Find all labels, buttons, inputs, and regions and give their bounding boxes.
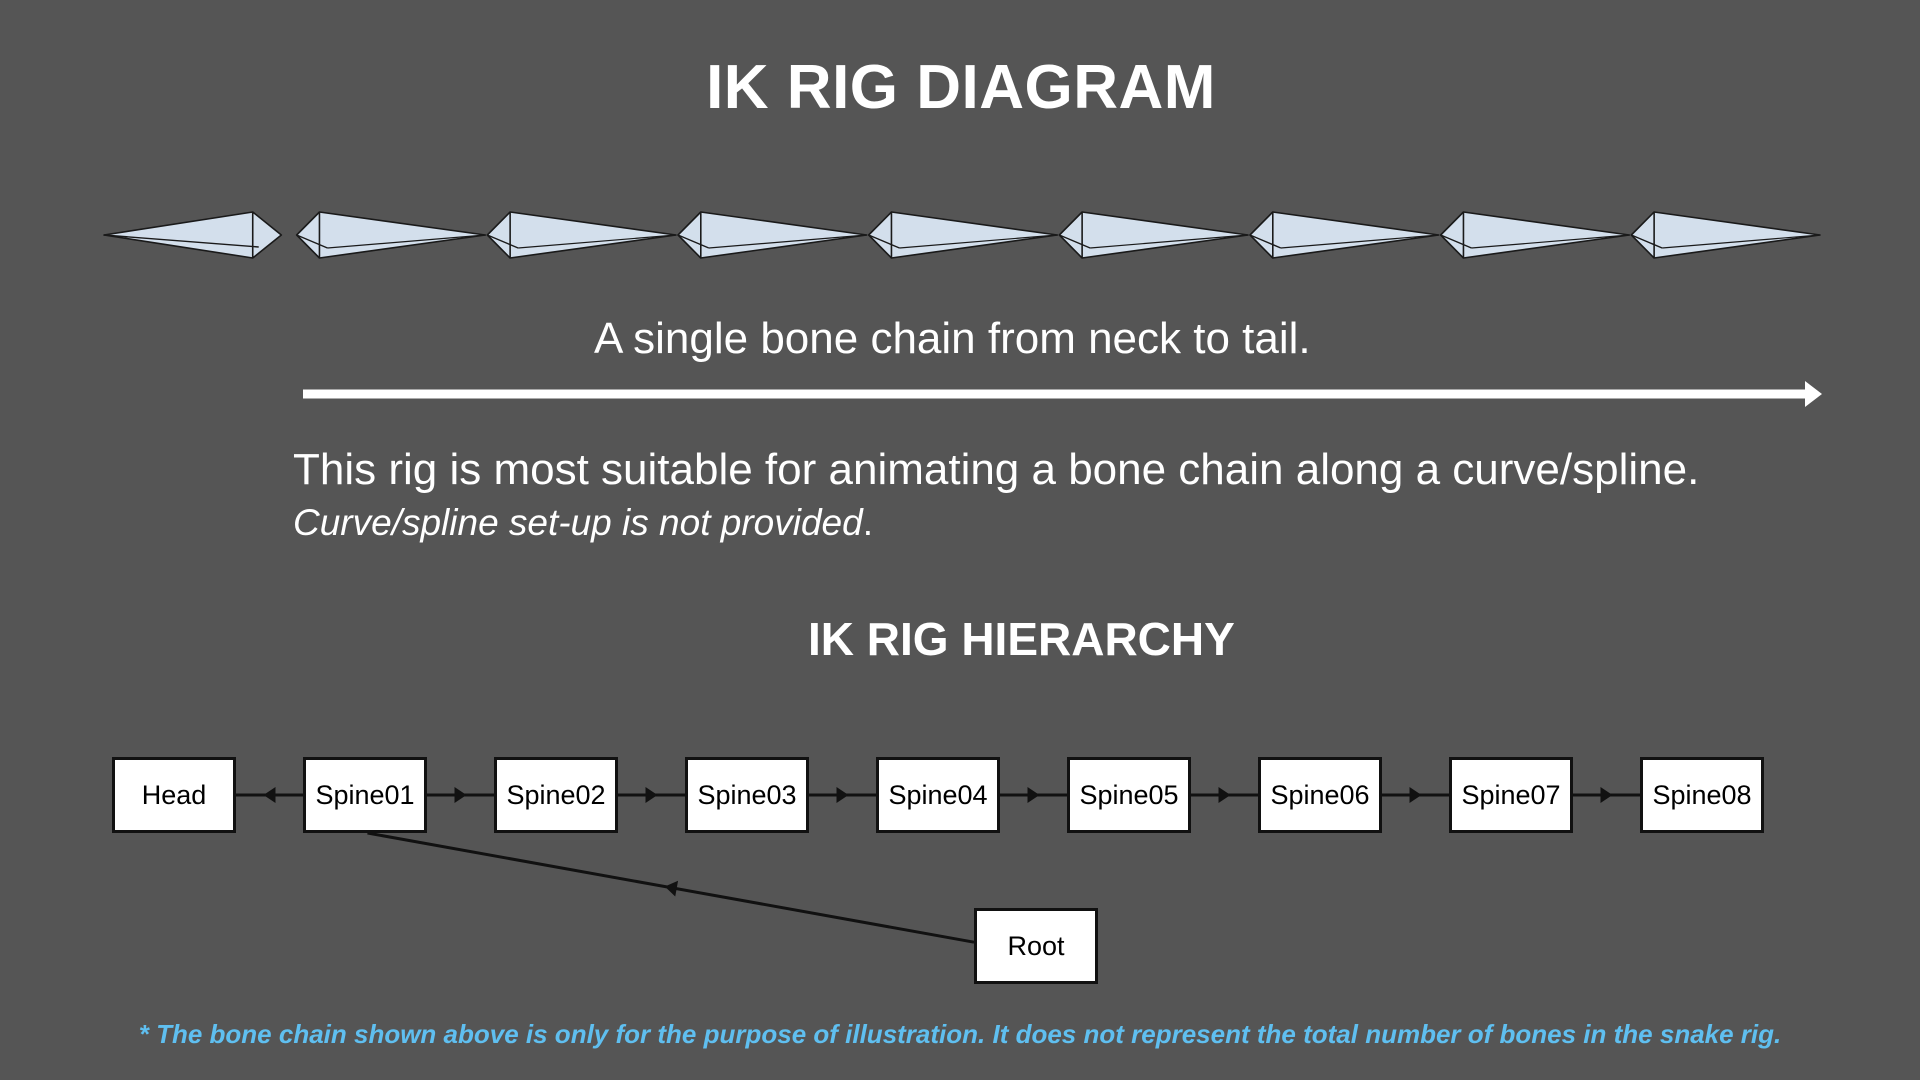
bone-6-body <box>1058 211 1249 259</box>
node-spine05: Spine05 <box>1067 757 1191 833</box>
node-head: Head <box>112 757 236 833</box>
bone-1-facet <box>103 211 283 259</box>
bone-chain <box>103 211 1821 259</box>
node-spine04: Spine04 <box>876 757 1000 833</box>
rig-note: Curve/spline set-up is not provided. <box>293 502 873 544</box>
bone-8-ridge <box>1440 234 1472 249</box>
rig-note-italic: Curve/spline set-up is not provided <box>293 502 863 543</box>
edge-arrowhead-root-spine01 <box>664 880 679 897</box>
bone-8 <box>1439 211 1631 259</box>
node-spine08: Spine08 <box>1640 757 1764 833</box>
direction-arrowhead <box>1805 381 1822 407</box>
edge-arrowhead-spine06-spine07 <box>1409 787 1422 803</box>
edge-arrowhead-spine05-spine06 <box>1218 787 1231 803</box>
bone-7-body <box>1249 211 1440 259</box>
node-spine01: Spine01 <box>303 757 427 833</box>
bone-4-ridge-tail <box>708 234 867 249</box>
edge-arrowhead-spine04-spine05 <box>1027 787 1040 803</box>
bone-2-ridge-tail <box>327 234 486 249</box>
bone-6-ridge <box>1059 234 1091 249</box>
rig-description: This rig is most suitable for animating … <box>293 445 1700 494</box>
bone-6 <box>1058 211 1249 259</box>
direction-arrow <box>303 381 1822 407</box>
bone-5-body <box>867 211 1059 259</box>
bone-4-ridge <box>677 234 710 249</box>
edge-arrowhead-spine07-spine08 <box>1600 787 1613 803</box>
bone-9 <box>1630 211 1821 259</box>
bone-5-ridge <box>868 234 900 249</box>
bone-2 <box>295 211 487 259</box>
bone-8-body <box>1439 211 1631 259</box>
hierarchy-connections <box>236 787 1640 944</box>
node-root: Root <box>974 908 1098 984</box>
bone-7 <box>1249 211 1440 259</box>
node-spine07: Spine07 <box>1449 757 1573 833</box>
bone-9-ridge <box>1631 234 1663 249</box>
bone-1 <box>103 211 283 259</box>
bone-4-body <box>677 211 868 259</box>
footnote: * The bone chain shown above is only for… <box>138 1019 1782 1049</box>
node-spine03: Spine03 <box>685 757 809 833</box>
bone-9-ridge-tail <box>1662 234 1821 249</box>
node-spine06: Spine06 <box>1258 757 1382 833</box>
edge-arrowhead-spine03-spine04 <box>836 787 849 803</box>
bone-5 <box>867 211 1059 259</box>
bone-7-ridge <box>1249 234 1282 249</box>
diagram-title: IK RIG DIAGRAM <box>706 53 1216 122</box>
edge-arrowhead-spine01-head <box>263 787 276 803</box>
bone-4 <box>677 211 868 259</box>
bone-2-body <box>295 211 487 259</box>
hierarchy-title: IK RIG HIERARCHY <box>808 613 1235 665</box>
node-spine02: Spine02 <box>494 757 618 833</box>
bone-8-ridge-tail <box>1471 234 1630 249</box>
bone-5-ridge-tail <box>899 234 1058 249</box>
bone-3-ridge <box>487 234 519 249</box>
bone-2-ridge <box>296 234 328 249</box>
edge-arrowhead-spine02-spine03 <box>645 787 658 803</box>
bone-3-ridge-tail <box>518 234 677 249</box>
bone-7-ridge-tail <box>1280 234 1439 249</box>
rig-note-end: . <box>862 502 873 543</box>
bone-3-body <box>486 211 677 259</box>
bone-9-body <box>1630 211 1821 259</box>
edge-arrowhead-spine01-spine02 <box>454 787 467 803</box>
bone-6-ridge-tail <box>1090 234 1249 249</box>
bone-3 <box>486 211 677 259</box>
chain-caption: A single bone chain from neck to tail. <box>594 314 1311 363</box>
bone-1-ridge <box>103 234 259 248</box>
